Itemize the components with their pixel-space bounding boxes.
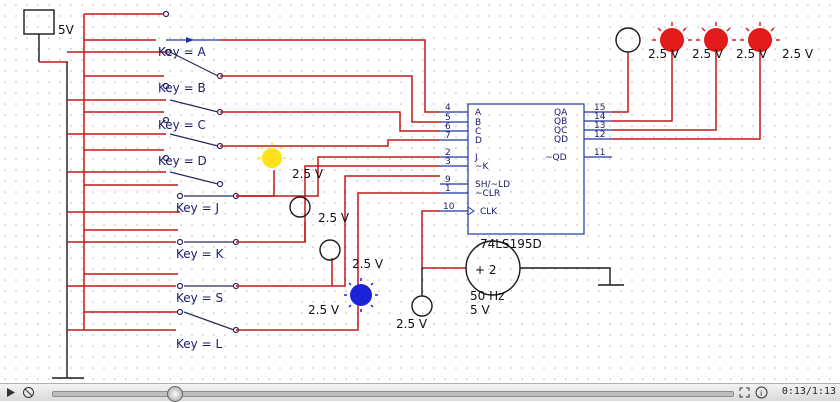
pin-name: QC — [554, 126, 567, 136]
probe-clr — [319, 239, 341, 261]
pin-name: QD — [554, 135, 568, 145]
pin-num: 10 — [443, 202, 455, 212]
pin-name: D — [475, 136, 482, 146]
clock-source: + 2 — [465, 240, 521, 296]
playback-time: 0:13/1:13 — [781, 386, 836, 397]
pin-name: ~K — [475, 162, 490, 172]
circuit-schematic: 5V Key = A Key = B Key = C Key — [0, 0, 840, 383]
info-icon[interactable]: i — [755, 386, 768, 399]
pin-num: 2 — [445, 148, 451, 158]
pin-num: 7 — [445, 131, 451, 141]
pin-name: QA — [554, 108, 568, 118]
pin-name: J — [474, 153, 478, 163]
switch-s-label: Key = S — [176, 291, 223, 305]
switch-d[interactable]: Key = D — [67, 149, 224, 188]
clock-symbol: + 2 — [475, 263, 497, 277]
chip-name: 74LS195D — [480, 237, 542, 251]
switch-a-label: Key = A — [158, 45, 206, 59]
probe-qd-lit — [740, 22, 780, 52]
probe-label: 2.5 V — [292, 167, 324, 181]
pin-num: 9 — [445, 175, 451, 185]
probe-label: 2.5 V — [692, 47, 724, 61]
switch-l-label: Key = L — [176, 337, 222, 351]
switch-l[interactable]: Key = L — [67, 308, 240, 352]
chip-left-pins: 4 A 5 B 6 C 7 D 2 J 3 ~K 9 SH/~LD 1 ~CLR… — [440, 103, 510, 217]
switch-d-label: Key = D — [158, 154, 207, 168]
switch-s[interactable]: Key = S — [67, 273, 240, 305]
chip-74ls195d: 74LS195D 4 A 5 B 6 C 7 D 2 J 3 ~K 9 SH/~… — [440, 103, 612, 251]
pin-num: 12 — [594, 130, 605, 140]
switch-j[interactable]: Key = J — [67, 184, 240, 215]
switch-c[interactable]: Key = C — [67, 111, 224, 150]
probe-label: 2.5 V — [352, 257, 384, 271]
pin-name: B — [475, 118, 481, 128]
seek-bar[interactable] — [52, 386, 734, 402]
switch-b-label: Key = B — [158, 81, 206, 95]
pin-name: ~QD — [545, 153, 567, 163]
clock-amplitude: 5 V — [470, 303, 490, 317]
switch-b[interactable]: Key = B — [67, 75, 224, 116]
mute-icon[interactable] — [22, 386, 35, 399]
pin-name: SH/~LD — [475, 180, 510, 190]
pin-num: 4 — [445, 103, 451, 113]
media-player-controls: i 0:13/1:13 — [0, 383, 840, 402]
switch-k[interactable]: Key = K — [67, 229, 240, 261]
pin-name: ~CLR — [475, 189, 500, 199]
supply-label: 5V — [58, 23, 75, 37]
pin-num: 3 — [445, 157, 451, 167]
probe-s-lit — [344, 278, 378, 312]
fullscreen-icon[interactable] — [738, 386, 751, 399]
pin-num: 14 — [594, 112, 606, 122]
chip-right-pins: 15 QA 14 QB 13 QC 12 QD 11 ~QD — [545, 103, 612, 163]
probe-label: 2.5 V — [396, 317, 428, 331]
pin-num: 5 — [445, 113, 451, 123]
probe-k — [289, 196, 311, 218]
pin-num: 6 — [445, 122, 451, 132]
probe-j-lit — [258, 142, 286, 168]
switch-j-label: Key = J — [176, 201, 219, 215]
probe-label: 2.5 V — [736, 47, 768, 61]
svg-text:i: i — [760, 389, 762, 398]
pin-name: C — [475, 127, 481, 137]
switch-k-label: Key = K — [176, 247, 224, 261]
pin-num: 11 — [594, 148, 605, 158]
pin-num: 1 — [445, 184, 451, 194]
pin-num: 15 — [594, 103, 605, 113]
probe-clk — [411, 295, 433, 317]
probe-label: 2.5 V — [308, 303, 340, 317]
switch-a[interactable]: Key = A — [67, 10, 224, 80]
grid-background — [0, 0, 840, 383]
pin-name: QB — [554, 117, 567, 127]
probe-qa — [615, 27, 641, 53]
switch-c-label: Key = C — [158, 118, 206, 132]
clock-frequency: 50 Hz — [470, 289, 504, 303]
probe-qb-lit — [652, 22, 692, 52]
pin-name: A — [475, 108, 482, 118]
vcc-source: 5V — [23, 9, 75, 62]
pin-name: CLK — [480, 207, 498, 217]
probe-label: 2.5 V — [648, 47, 680, 61]
probe-label: 2.5 V — [318, 211, 350, 225]
pin-num: 13 — [594, 121, 605, 131]
probe-label: 2.5 V — [782, 47, 814, 61]
probe-qc-lit — [696, 22, 736, 52]
play-icon[interactable] — [4, 386, 17, 399]
